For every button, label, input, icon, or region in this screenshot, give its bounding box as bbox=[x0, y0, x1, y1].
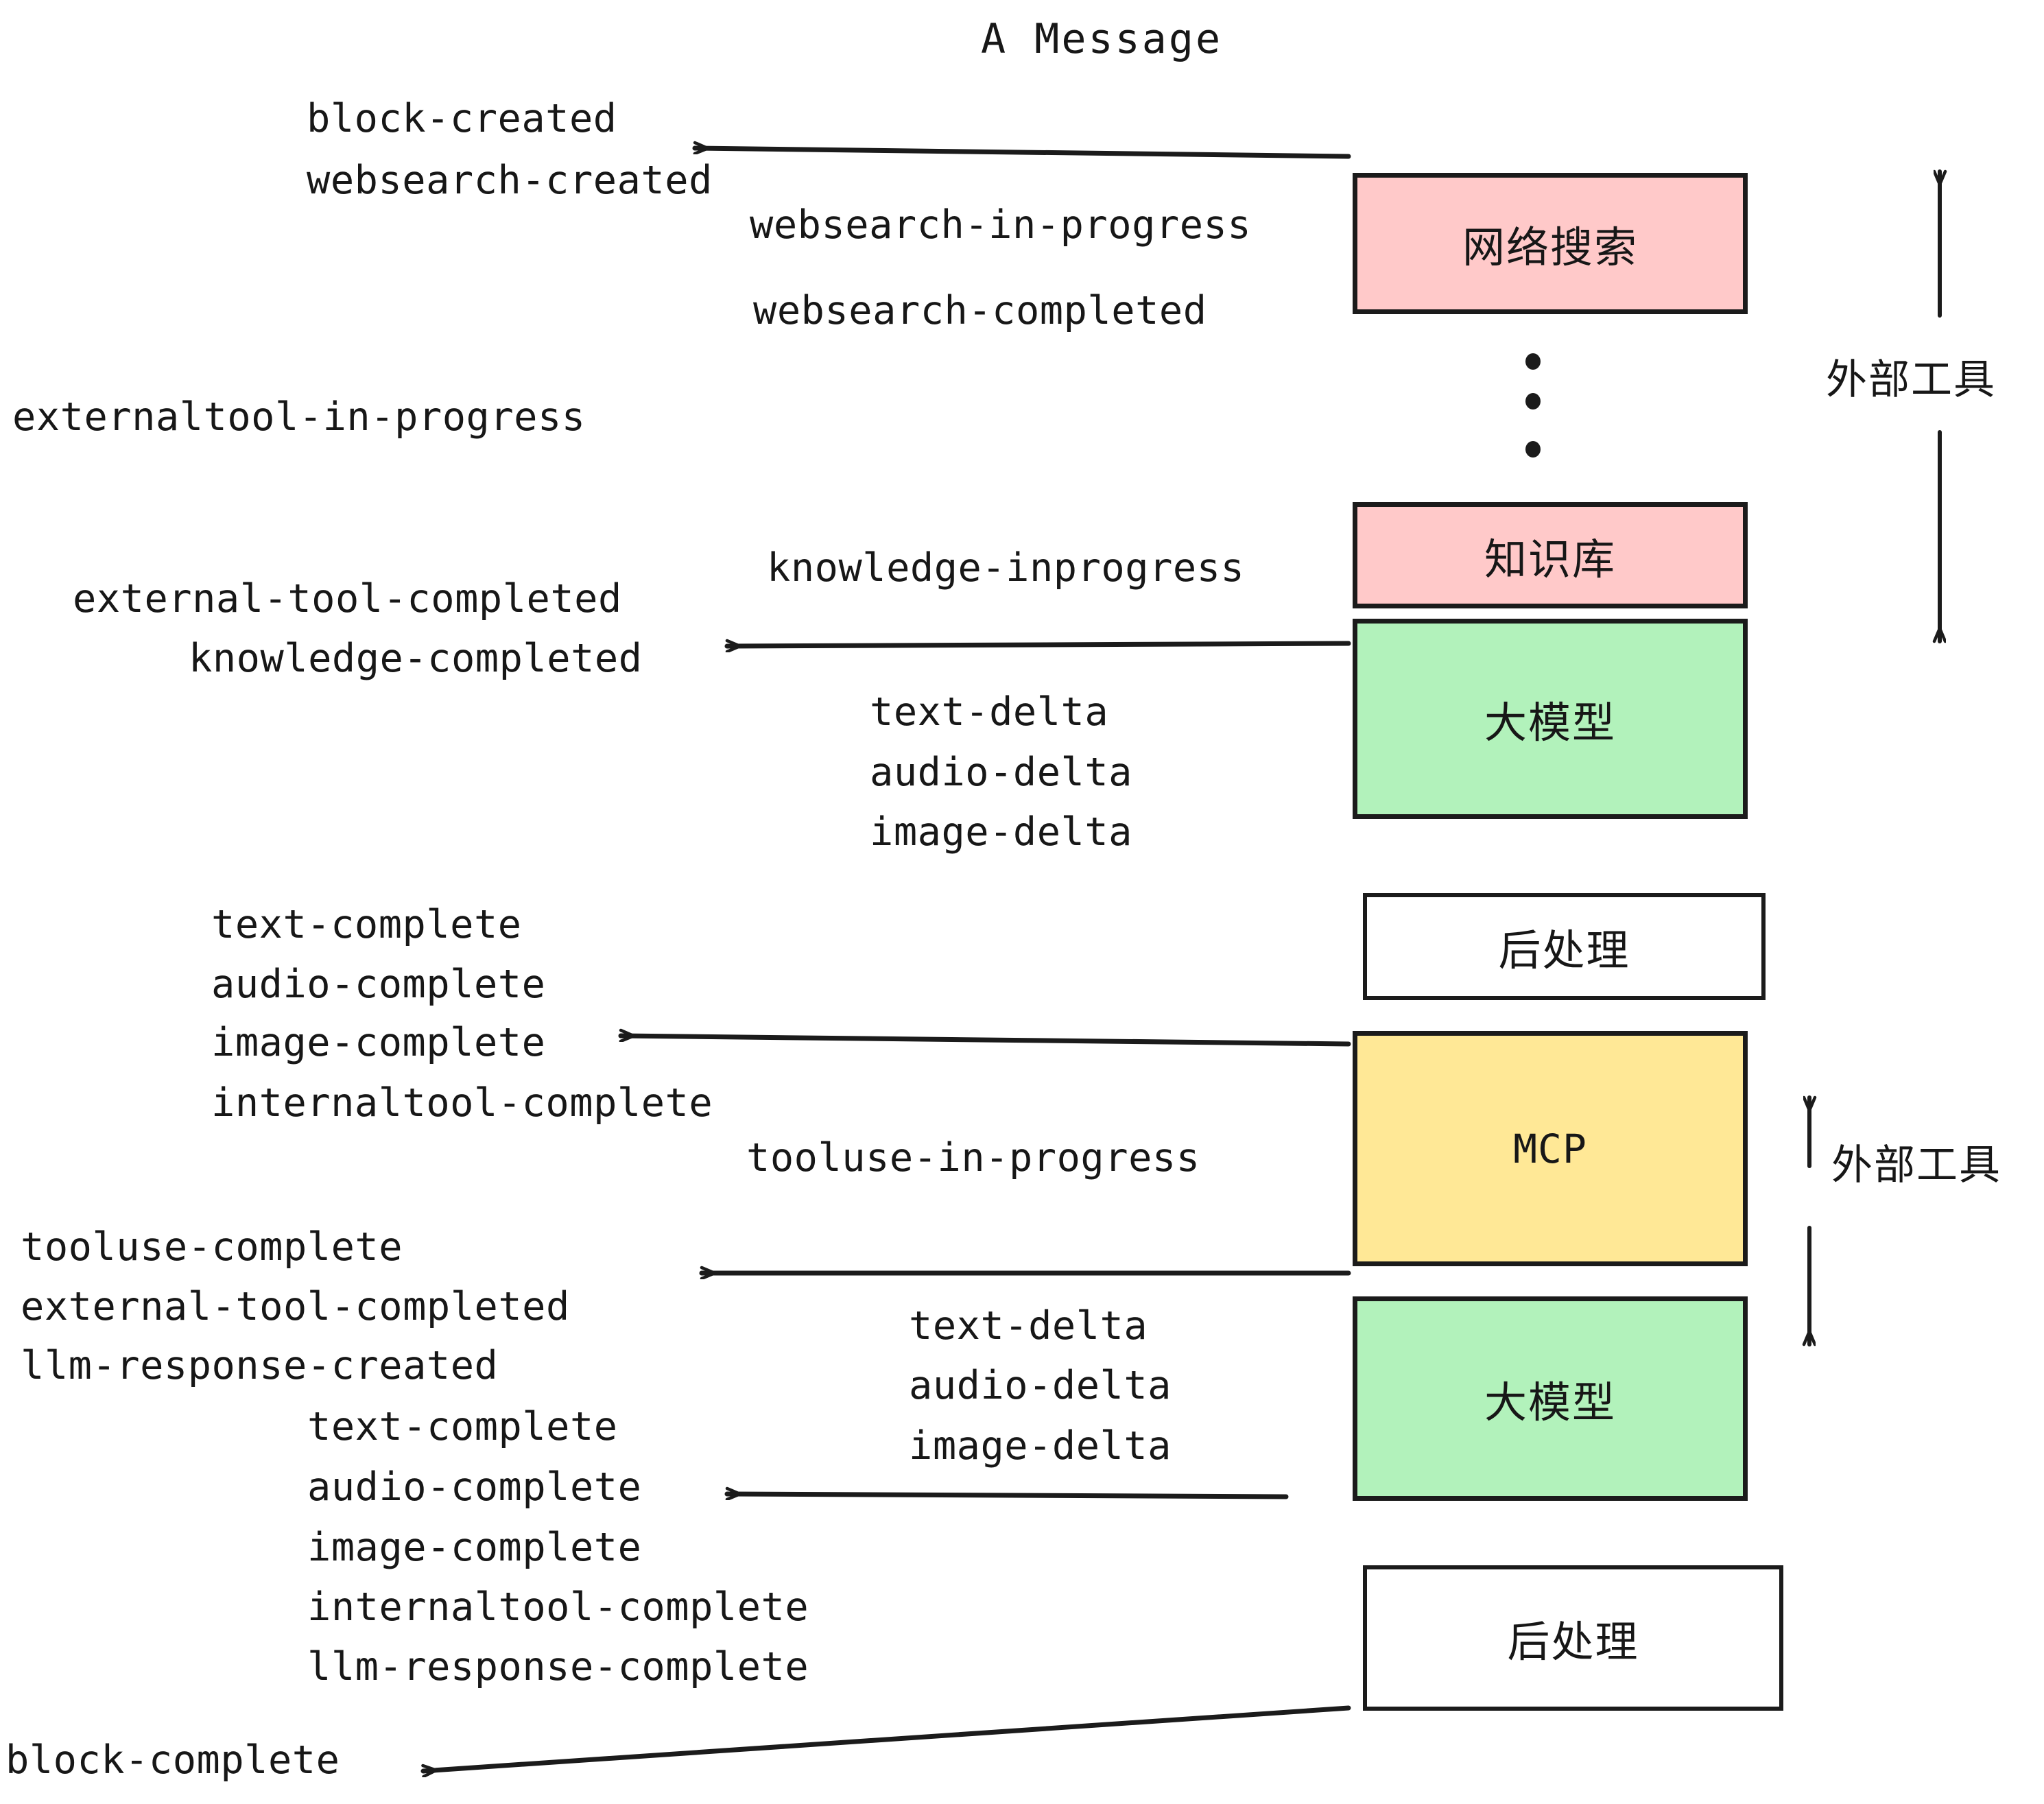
component-box-postprocess-2[interactable]: 后处理 bbox=[1363, 1565, 1783, 1711]
event-label-llm-response-created: llm-response-created bbox=[21, 1343, 499, 1388]
component-box-llm-2[interactable]: 大模型 bbox=[1353, 1296, 1748, 1501]
arrow-image-complete bbox=[618, 1036, 1351, 1047]
event-label-audio-complete-1: audio-complete bbox=[211, 962, 546, 1007]
side-label-external-tools-top: 外部工具 bbox=[1826, 356, 1996, 404]
event-label-block-complete: block-complete bbox=[5, 1737, 340, 1783]
event-label-knowledge-inprogress: knowledge-inprogress bbox=[767, 545, 1245, 591]
component-box-label: 后处理 bbox=[1507, 1617, 1639, 1667]
component-box-mcp[interactable]: MCP bbox=[1353, 1031, 1748, 1266]
arrow-audio-complete bbox=[724, 1494, 1289, 1497]
event-label-tooluse-in-progress: tooluse-in-progress bbox=[746, 1135, 1200, 1180]
ellipsis-dot-1 bbox=[1525, 353, 1541, 370]
event-label-knowledge-completed: knowledge-completed bbox=[189, 636, 643, 681]
arrow-block-complete bbox=[420, 1705, 1351, 1771]
event-label-external-tool-completed-2: external-tool-completed bbox=[21, 1284, 570, 1329]
event-label-tooluse-complete: tooluse-complete bbox=[21, 1224, 403, 1270]
event-label-externaltool-in-progress: externaltool-in-progress bbox=[12, 394, 586, 440]
event-label-websearch-created: websearch-created bbox=[307, 158, 713, 203]
event-label-text-complete-1: text-complete bbox=[211, 902, 522, 947]
event-label-image-delta-1: image-delta bbox=[870, 809, 1132, 855]
component-box-postprocess-1[interactable]: 后处理 bbox=[1363, 893, 1766, 1000]
component-box-llm-1[interactable]: 大模型 bbox=[1353, 619, 1748, 819]
event-label-block-created: block-created bbox=[307, 96, 617, 141]
event-label-external-tool-completed-1: external-tool-completed bbox=[73, 576, 622, 621]
event-label-audio-delta-2: audio-delta bbox=[909, 1363, 1172, 1408]
component-box-label: 网络搜索 bbox=[1462, 222, 1638, 272]
component-box-label: MCP bbox=[1513, 1125, 1587, 1172]
component-box-label: 大模型 bbox=[1484, 1377, 1616, 1427]
component-box-websearch[interactable]: 网络搜索 bbox=[1353, 173, 1748, 314]
component-box-label: 后处理 bbox=[1498, 925, 1630, 975]
arrow-websearch-created bbox=[692, 148, 1351, 159]
event-label-websearch-completed: websearch-completed bbox=[753, 288, 1207, 333]
event-label-text-complete-2: text-complete bbox=[307, 1404, 618, 1449]
event-label-internaltool-complete-1: internaltool-complete bbox=[211, 1080, 713, 1126]
event-label-image-complete-1: image-complete bbox=[211, 1020, 546, 1065]
event-label-text-delta-2: text-delta bbox=[909, 1303, 1148, 1349]
arrow-knowledge-completed bbox=[724, 643, 1351, 646]
page-title: A Message bbox=[981, 15, 1223, 63]
event-label-text-delta-1: text-delta bbox=[870, 689, 1109, 735]
component-box-label: 知识库 bbox=[1484, 534, 1616, 584]
event-label-internaltool-complete-2: internaltool-complete bbox=[307, 1585, 809, 1630]
ellipsis-dot-2 bbox=[1525, 393, 1541, 410]
side-label-external-tools-bottom: 外部工具 bbox=[1831, 1141, 2001, 1189]
event-label-websearch-in-progress: websearch-in-progress bbox=[750, 202, 1252, 248]
event-label-image-complete-2: image-complete bbox=[307, 1525, 642, 1570]
event-label-audio-delta-1: audio-delta bbox=[870, 750, 1132, 795]
ellipsis-dot-3 bbox=[1525, 441, 1541, 458]
event-label-llm-response-complete: llm-response-complete bbox=[307, 1644, 809, 1689]
component-box-knowledge[interactable]: 知识库 bbox=[1353, 502, 1748, 608]
event-label-audio-complete-2: audio-complete bbox=[307, 1464, 642, 1510]
event-label-image-delta-2: image-delta bbox=[909, 1423, 1172, 1469]
component-box-label: 大模型 bbox=[1484, 698, 1616, 748]
